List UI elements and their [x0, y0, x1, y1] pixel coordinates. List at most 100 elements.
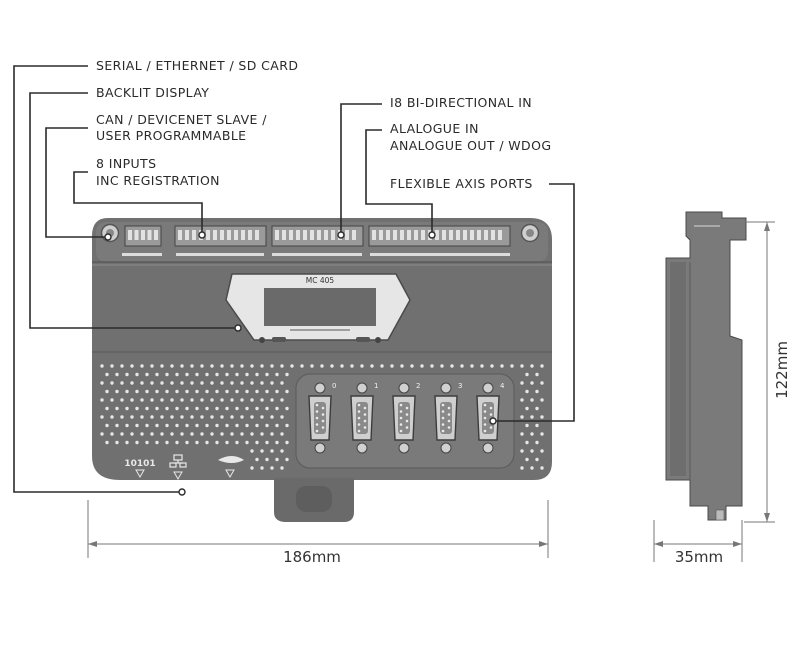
vent-hole [285, 389, 289, 394]
vent-hole [165, 389, 169, 394]
vent-hole [245, 372, 249, 377]
vent-hole [185, 406, 189, 411]
vent-hole [430, 364, 434, 368]
vent-hole [535, 406, 539, 411]
vent-hole [100, 364, 104, 368]
vent-hole [140, 364, 144, 368]
vent-hole [270, 432, 274, 436]
height-dimension-label: 122mm [773, 341, 791, 399]
vent-hole [180, 398, 184, 402]
vent-hole [255, 389, 259, 394]
vent-hole [490, 364, 494, 368]
vent-hole [535, 440, 539, 445]
vent-hole [200, 364, 204, 368]
leader-inputs [73, 171, 203, 233]
vent-hole [220, 432, 224, 436]
label-can-line2: USER PROGRAMMABLE [96, 128, 246, 143]
depth-dimension-label: 35mm [675, 548, 723, 566]
vent-hole [110, 398, 114, 402]
vent-hole [215, 440, 219, 445]
vent-hole [145, 389, 149, 394]
vent-hole [120, 415, 124, 419]
vent-hole [530, 415, 534, 419]
vent-hole [135, 372, 139, 377]
vent-hole [260, 364, 264, 368]
vent-hole [150, 381, 154, 385]
vent-hole [360, 364, 364, 368]
vent-hole [280, 415, 284, 419]
vent-hole [255, 457, 259, 462]
vent-hole [400, 364, 404, 368]
vent-hole [150, 364, 154, 368]
vent-hole [255, 440, 259, 445]
ethernet-arrow-icon [173, 471, 183, 481]
vent-hole [525, 457, 529, 462]
vent-hole [265, 457, 269, 462]
vent-hole [535, 372, 539, 377]
axis-port-number: 0 [332, 382, 336, 390]
vent-hole [205, 372, 209, 377]
vent-hole [215, 372, 219, 377]
vent-hole [540, 381, 544, 385]
vent-hole [160, 415, 164, 419]
vent-hole [520, 466, 524, 470]
vent-hole [190, 398, 194, 402]
vent-hole [105, 406, 109, 411]
vent-hole [160, 381, 164, 385]
vent-hole [270, 466, 274, 470]
vent-hole [280, 449, 284, 453]
label-inputs-line1: 8 INPUTS [96, 156, 156, 171]
vent-hole [115, 389, 119, 394]
vent-hole [190, 432, 194, 436]
vent-hole [520, 432, 524, 436]
vent-hole [240, 432, 244, 436]
vent-hole [235, 406, 239, 411]
vent-hole [165, 406, 169, 411]
vent-hole [215, 423, 219, 428]
vent-hole [195, 389, 199, 394]
vent-hole [120, 381, 124, 385]
axis-port-connector: 4 [476, 382, 505, 454]
axis-port-number: 3 [458, 382, 462, 390]
vent-hole [540, 415, 544, 419]
vent-hole [200, 381, 204, 385]
vent-hole [285, 406, 289, 411]
serial-port-arrow-icon [135, 469, 145, 479]
vent-hole [230, 364, 234, 368]
label-serial-ethernet-sd: SERIAL / ETHERNET / SD CARD [96, 58, 298, 73]
vent-hole [275, 406, 279, 411]
vent-hole [250, 466, 254, 470]
vent-hole [265, 440, 269, 445]
vent-hole [540, 466, 544, 470]
vent-hole [265, 423, 269, 428]
axis-port-number: 4 [500, 382, 505, 390]
vent-hole [230, 432, 234, 436]
vent-hole [170, 381, 174, 385]
vent-hole [125, 372, 129, 377]
vent-hole [125, 440, 129, 445]
vent-hole [180, 381, 184, 385]
vent-hole [220, 415, 224, 419]
vent-hole [420, 364, 424, 368]
vent-hole [120, 398, 124, 402]
vent-hole [195, 423, 199, 428]
vent-hole [210, 415, 214, 419]
vent-hole [185, 389, 189, 394]
vent-hole [100, 381, 104, 385]
axis-port-connector: 3 [434, 382, 462, 454]
vent-hole [175, 440, 179, 445]
vent-hole [205, 440, 209, 445]
axis-port-connector: 0 [308, 382, 336, 454]
vent-hole [280, 398, 284, 402]
vent-hole [535, 457, 539, 462]
vent-hole [390, 364, 394, 368]
vent-hole [280, 381, 284, 385]
vent-hole [115, 440, 119, 445]
controller-side-view [665, 211, 747, 521]
label-analogue-line1: ALALOGUE IN [390, 121, 479, 136]
label-inputs-line2: INC REGISTRATION [96, 173, 220, 188]
vent-hole [155, 440, 159, 445]
leader-analogue [365, 129, 433, 233]
vent-hole [130, 415, 134, 419]
